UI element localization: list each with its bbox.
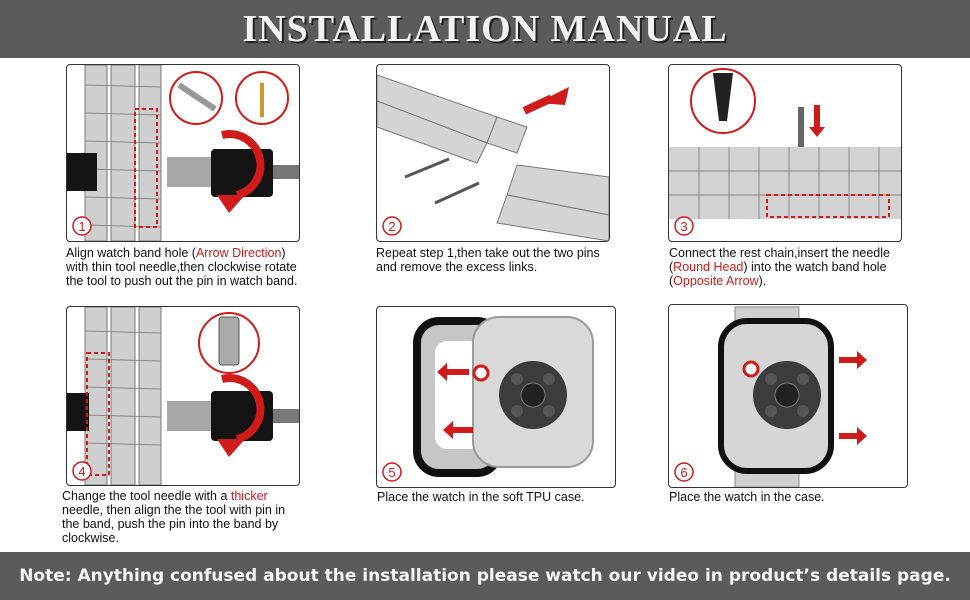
page-title: INSTALLATION MANUAL (242, 8, 728, 50)
step-5-number: 5 (388, 465, 395, 480)
step-3-illustration: 3 (668, 64, 902, 242)
band-pin-removal-illustration: 1 (67, 65, 299, 241)
footer-note: Note: Anything confused about the instal… (19, 566, 951, 586)
step-2-illustration: 2 (376, 64, 610, 242)
step-4-caption: Change the tool needle with a thicker ne… (62, 489, 286, 545)
step-4-number: 4 (78, 464, 85, 479)
note-banner: Note: Anything confused about the instal… (0, 552, 970, 600)
step-5-caption: Place the watch in the soft TPU case. (377, 490, 585, 504)
step-4-illustration: 4 (66, 306, 300, 486)
step-3-caption: Connect the rest chain,insert the needle… (669, 246, 890, 288)
step-2-caption: Repeat step 1,then take out the two pins… (376, 246, 600, 274)
step-2-number: 2 (388, 219, 395, 234)
step-1-illustration: 1 (66, 64, 300, 242)
step-5-illustration: 5 (376, 306, 616, 488)
step-6-caption: Place the watch in the case. (669, 490, 825, 504)
step-1-caption: Align watch band hole (Arrow Direction) … (66, 246, 298, 288)
step-6-illustration: 6 (668, 304, 908, 488)
step-1-number: 1 (78, 219, 85, 234)
step-3-number: 3 (680, 219, 687, 234)
step-6-number: 6 (680, 465, 687, 480)
title-banner: INSTALLATION MANUAL (0, 0, 970, 58)
